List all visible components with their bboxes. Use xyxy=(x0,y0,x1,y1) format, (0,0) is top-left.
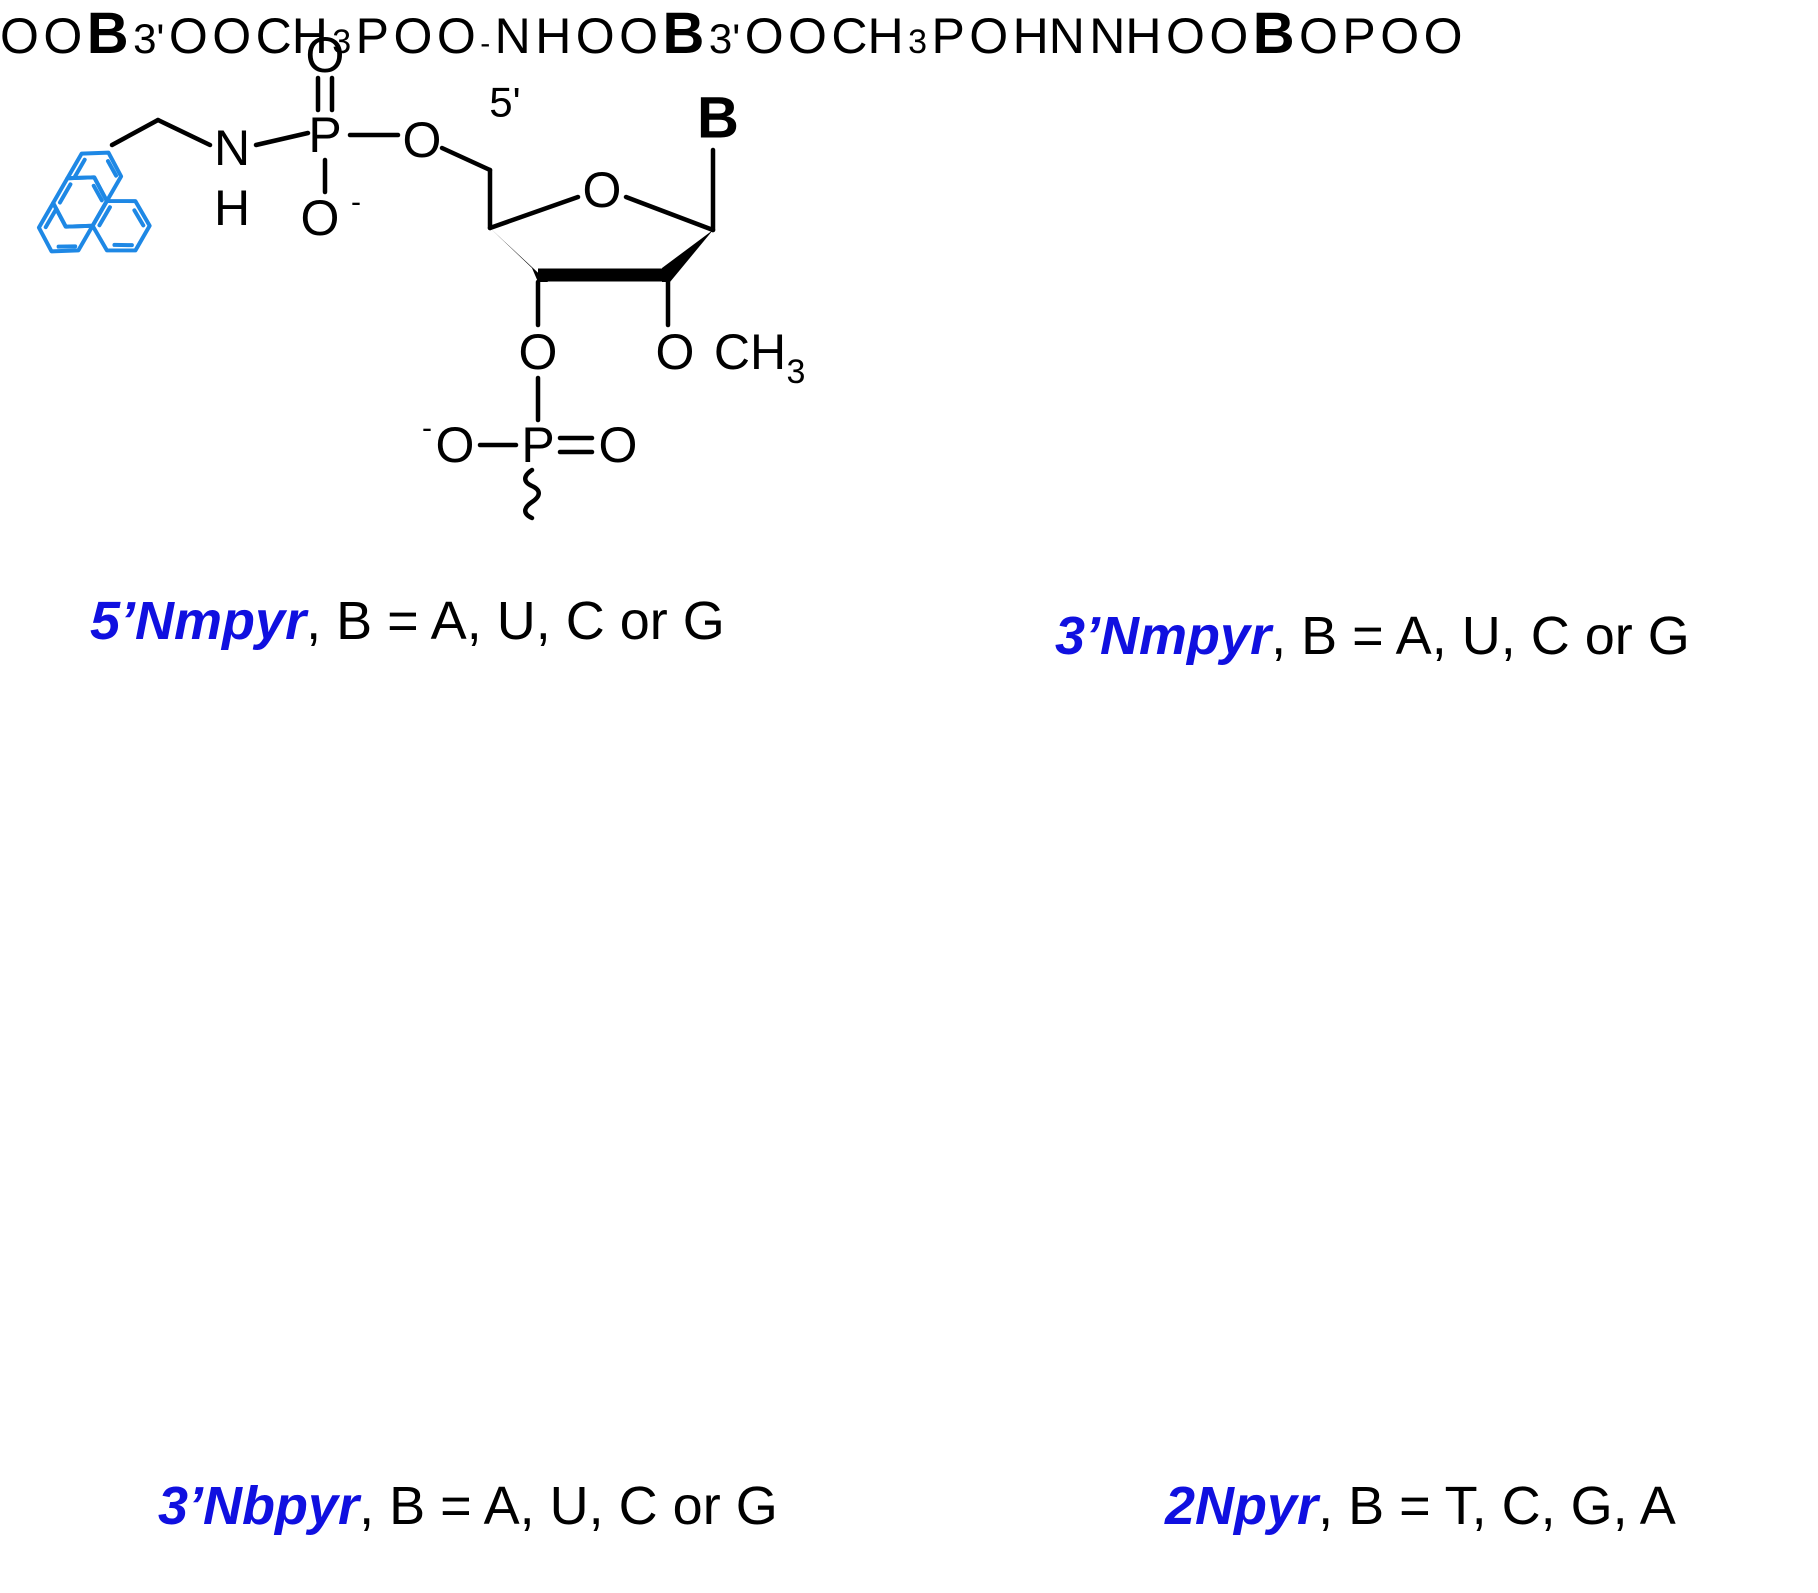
atom-och3-o: O xyxy=(656,324,695,380)
atom-o5: O xyxy=(1165,8,1205,64)
atom-o-minus: O xyxy=(301,190,340,246)
atom-o: O xyxy=(1380,8,1420,64)
base-options: , B = A, U, C or G xyxy=(306,591,725,651)
atom-o: O xyxy=(393,8,433,64)
atom-o-minus: O xyxy=(436,8,476,64)
caption-3nbpyr: 3’Nbpyr, B = A, U, C or G xyxy=(158,1475,778,1537)
atom-o5: O xyxy=(0,8,39,64)
atom-o3: O xyxy=(519,324,558,380)
structure-5nmpyr: N H P O O - O 5' O B O O CH 3 - O P xyxy=(29,27,806,518)
atom-o: O xyxy=(969,8,1009,64)
position-label-3: 3' xyxy=(708,15,741,62)
methyl-ch: CH xyxy=(831,8,904,64)
position-label-3: 3' xyxy=(133,15,165,62)
atom-o5: O xyxy=(403,112,442,168)
atom-n: N xyxy=(494,8,531,64)
compound-name: 2Npyr xyxy=(1165,1476,1319,1536)
atom-p: P xyxy=(308,107,341,163)
charge-minus: - xyxy=(480,27,491,60)
charge-minus: - xyxy=(351,186,361,219)
base-label: B xyxy=(1252,1,1295,66)
atom-o: O xyxy=(599,417,638,473)
compound-name: 3’Nmpyr xyxy=(1055,606,1272,666)
ring-o: O xyxy=(619,8,659,64)
compound-name: 3’Nbpyr xyxy=(158,1476,360,1536)
atom-o3: O xyxy=(744,8,784,64)
caption-5nmpyr: 5’Nmpyr, B = A, U, C or G xyxy=(90,590,725,652)
compound-name: 5’Nmpyr xyxy=(90,591,307,651)
pyrene-group xyxy=(29,139,174,290)
base-options: , B = T, C, G, A xyxy=(1318,1476,1676,1536)
structure-2npyr: O O B O P O O xyxy=(1166,1,1463,66)
atom-h: H xyxy=(214,180,250,236)
position-label-5: 5' xyxy=(489,79,520,126)
atom-och3-o: O xyxy=(212,8,252,64)
ring-o: O xyxy=(43,8,83,64)
methyl-sub3: 3 xyxy=(908,23,927,61)
atom-n: N xyxy=(214,120,250,176)
base-label: B xyxy=(662,1,705,66)
methyl-sub3: 3 xyxy=(787,353,806,391)
atom-p: P xyxy=(931,8,965,64)
atom-h: H xyxy=(535,8,572,64)
atom-o: O xyxy=(306,27,345,83)
atom-p: P xyxy=(521,417,554,473)
atom-o3: O xyxy=(1299,8,1338,64)
base-options: , B = A, U, C or G xyxy=(1271,606,1690,666)
atom-p: P xyxy=(355,8,390,64)
atom-o5: O xyxy=(575,8,615,64)
atom-nh: NH xyxy=(1089,8,1162,64)
methyl-ch: CH xyxy=(714,324,786,380)
atom-o-ester: O xyxy=(1423,8,1463,64)
atom-och3-o: O xyxy=(788,8,827,64)
caption-2npyr: 2Npyr, B = T, C, G, A xyxy=(1165,1475,1676,1537)
methyl-ch: CH xyxy=(255,8,328,64)
charge-minus: - xyxy=(422,412,432,445)
ring-o: O xyxy=(1209,8,1249,64)
structure-3nmpyr: O O B 3' O O CH 3 P O O - N H xyxy=(0,1,576,66)
structure-3nbpyr: O O B 3' O O CH 3 P O HN NH xyxy=(576,1,1166,66)
atom-hn: HN xyxy=(1012,8,1085,64)
base-label: B xyxy=(86,1,129,66)
atom-p: P xyxy=(1342,8,1376,64)
base-options: , B = A, U, C or G xyxy=(359,1476,778,1536)
methyl-sub3: 3 xyxy=(332,23,352,61)
ring-o: O xyxy=(583,162,622,218)
atom-o-minus: O xyxy=(436,417,475,473)
caption-3nmpyr: 3’Nmpyr, B = A, U, C or G xyxy=(1055,605,1690,667)
atom-o3: O xyxy=(168,8,208,64)
base-label: B xyxy=(697,86,739,151)
